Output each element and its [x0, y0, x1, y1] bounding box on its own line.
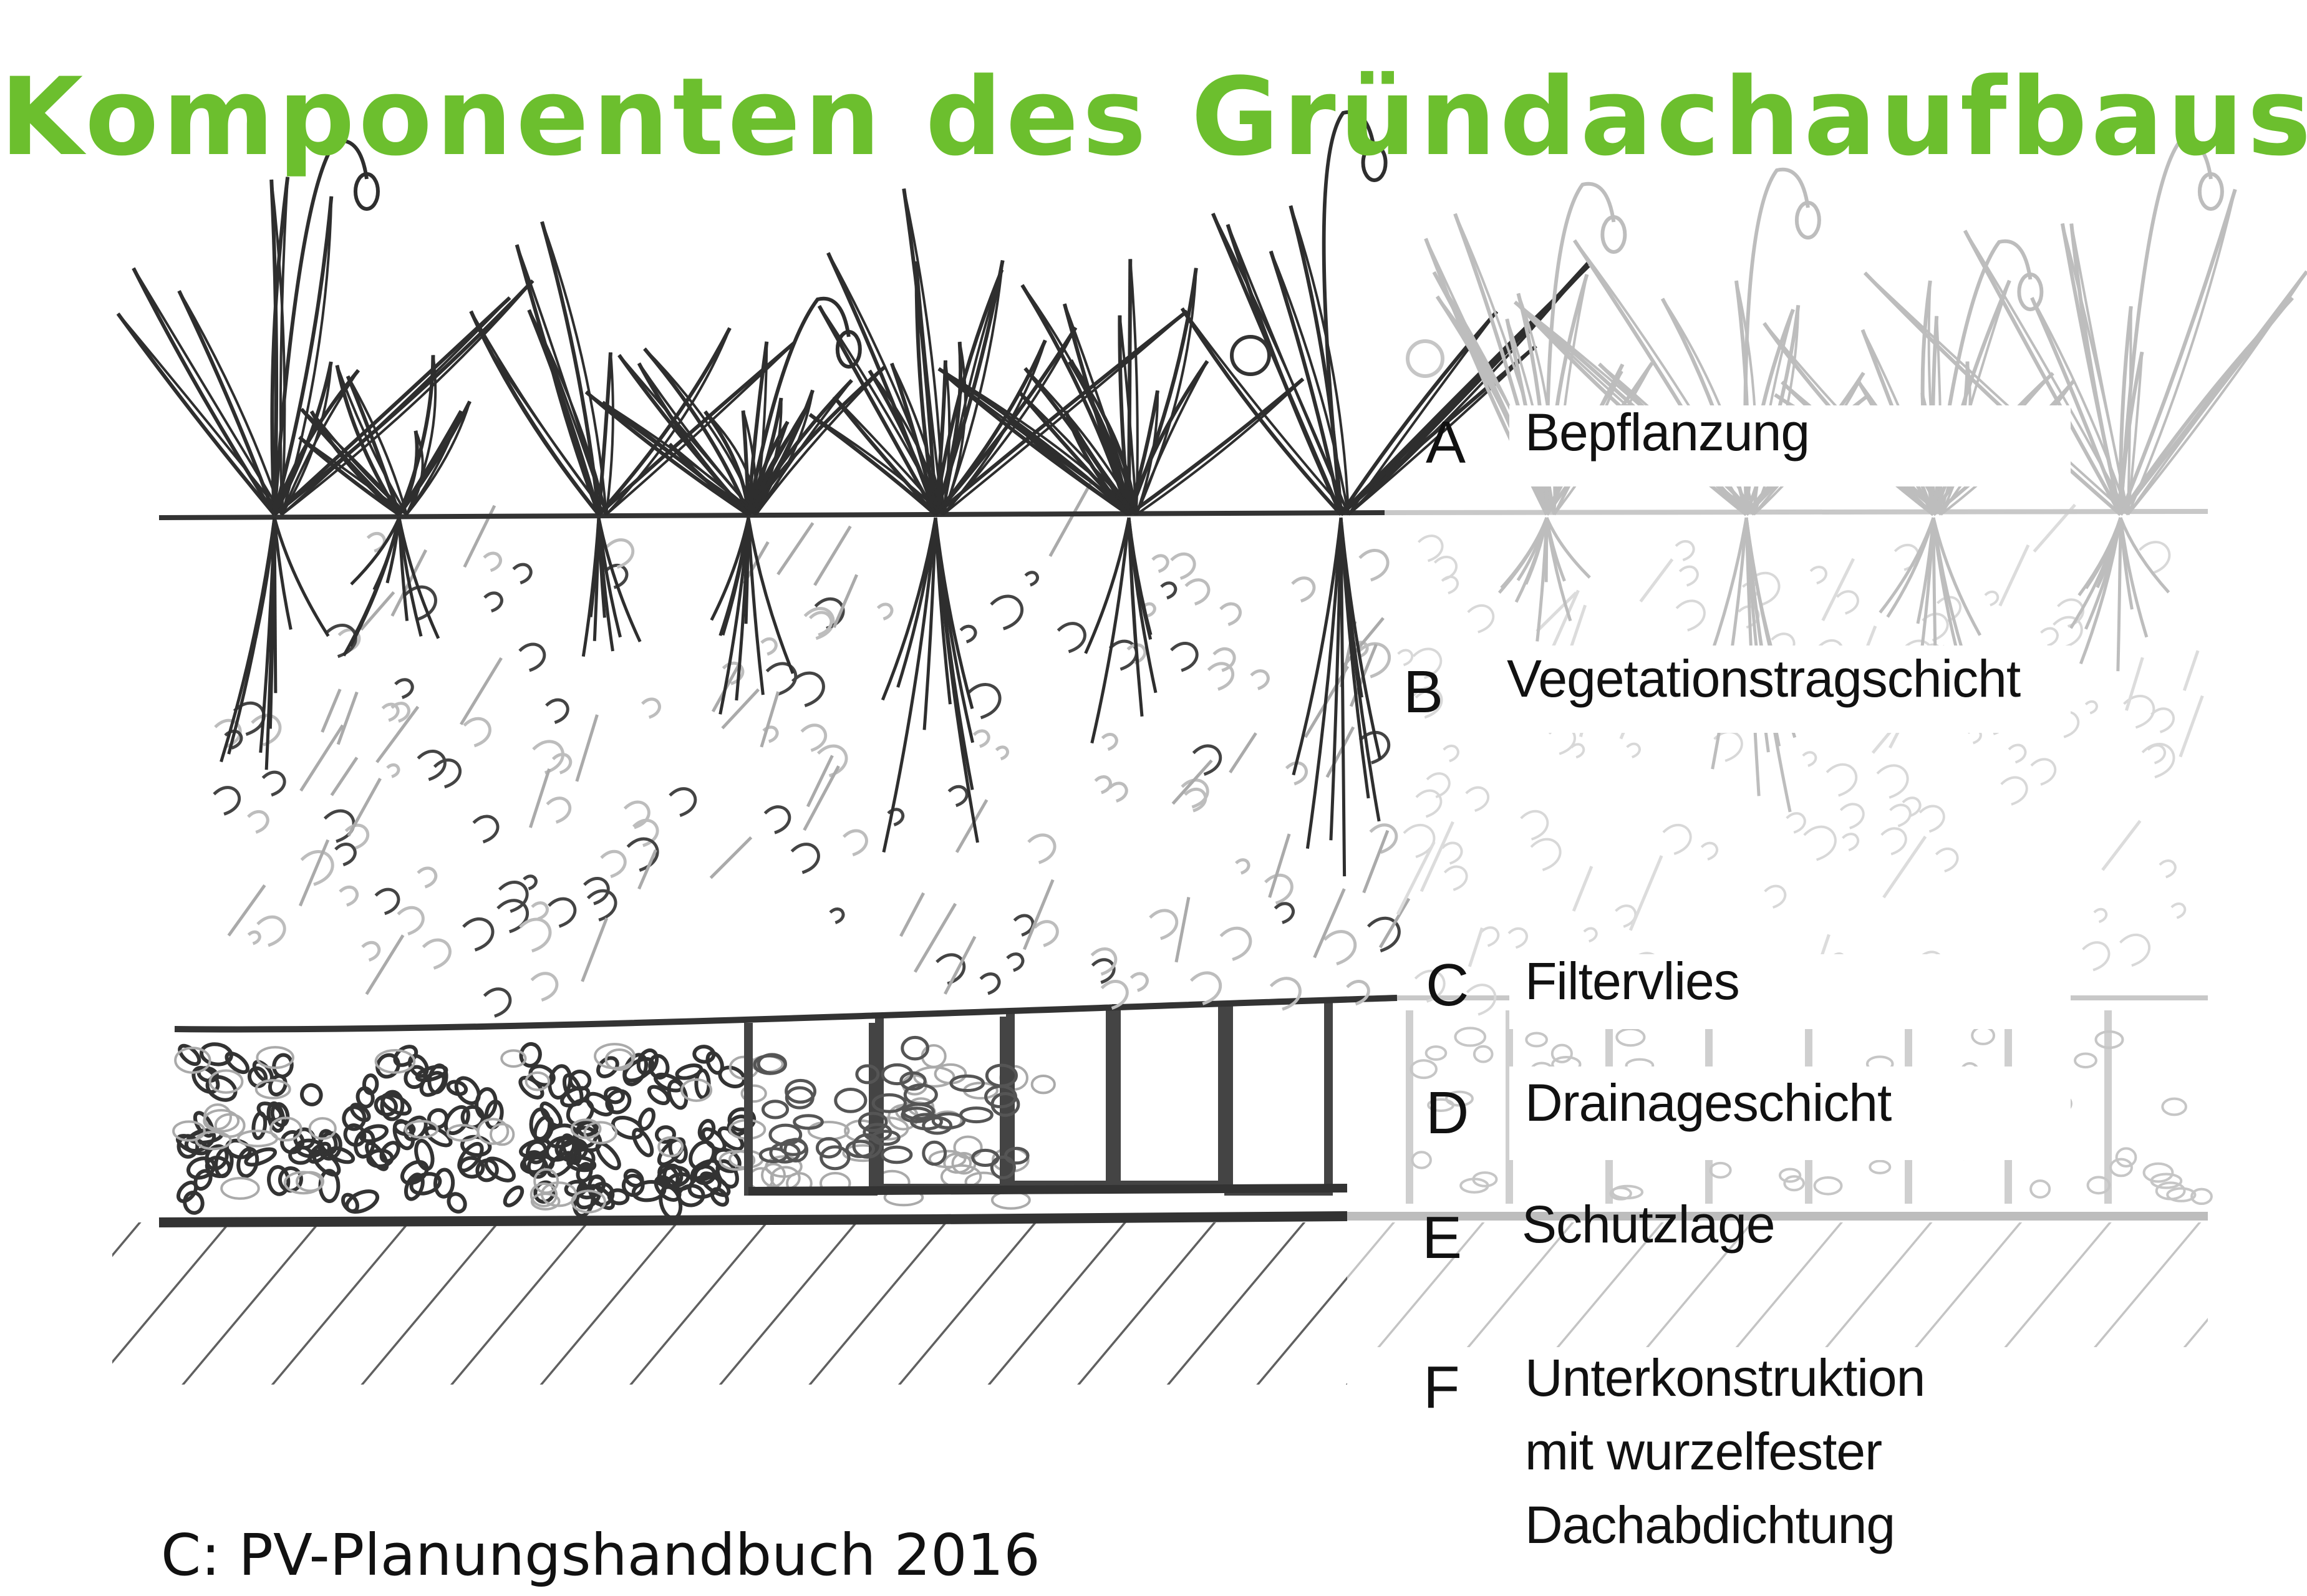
ground-line [158, 510, 1385, 520]
layer-c-label: Filtervlies [1525, 952, 1740, 1010]
layer-b-label: Vegetationstragschicht [1507, 649, 2021, 708]
layer-f-letter: F [1423, 1354, 1460, 1421]
image-credit: C: PV-Planungshandbuch 2016 [161, 1522, 1040, 1589]
layer-f-label-line-1: Unterkonstruktion [1525, 1348, 1925, 1407]
label-band-b [1509, 646, 2071, 733]
layer-c-letter: C [1426, 952, 1469, 1018]
layer-d-letter: D [1426, 1080, 1469, 1146]
layer-a-label: Bepflanzung [1525, 403, 1810, 462]
layer-d-label: Drainageschicht [1525, 1073, 1892, 1132]
label-band-d [1509, 1066, 2071, 1160]
planting-layer [116, 110, 2307, 877]
substrate-layer [213, 480, 2204, 1018]
layer-b-letter: B [1403, 659, 1444, 725]
layer-f-label-line-2: mit wurzelfester [1525, 1422, 1882, 1481]
protection-layer [158, 1211, 2208, 1227]
layer-f-label-line-3: Dachabdichtung [1525, 1496, 1895, 1554]
layer-a-letter: A [1426, 409, 1466, 476]
layer-e-letter: E [1422, 1204, 1463, 1271]
page-title: Komponenten des Gründachaufbaus [0, 54, 2307, 180]
layer-e-label: Schutzlage [1522, 1195, 1776, 1254]
layer-f-label: Unterkonstruktion mit wurzelfester Dacha… [1525, 1341, 1925, 1562]
substructure-layer [112, 1222, 2208, 1385]
label-band-c [1509, 954, 2071, 1029]
label-band-a [1509, 405, 2071, 486]
